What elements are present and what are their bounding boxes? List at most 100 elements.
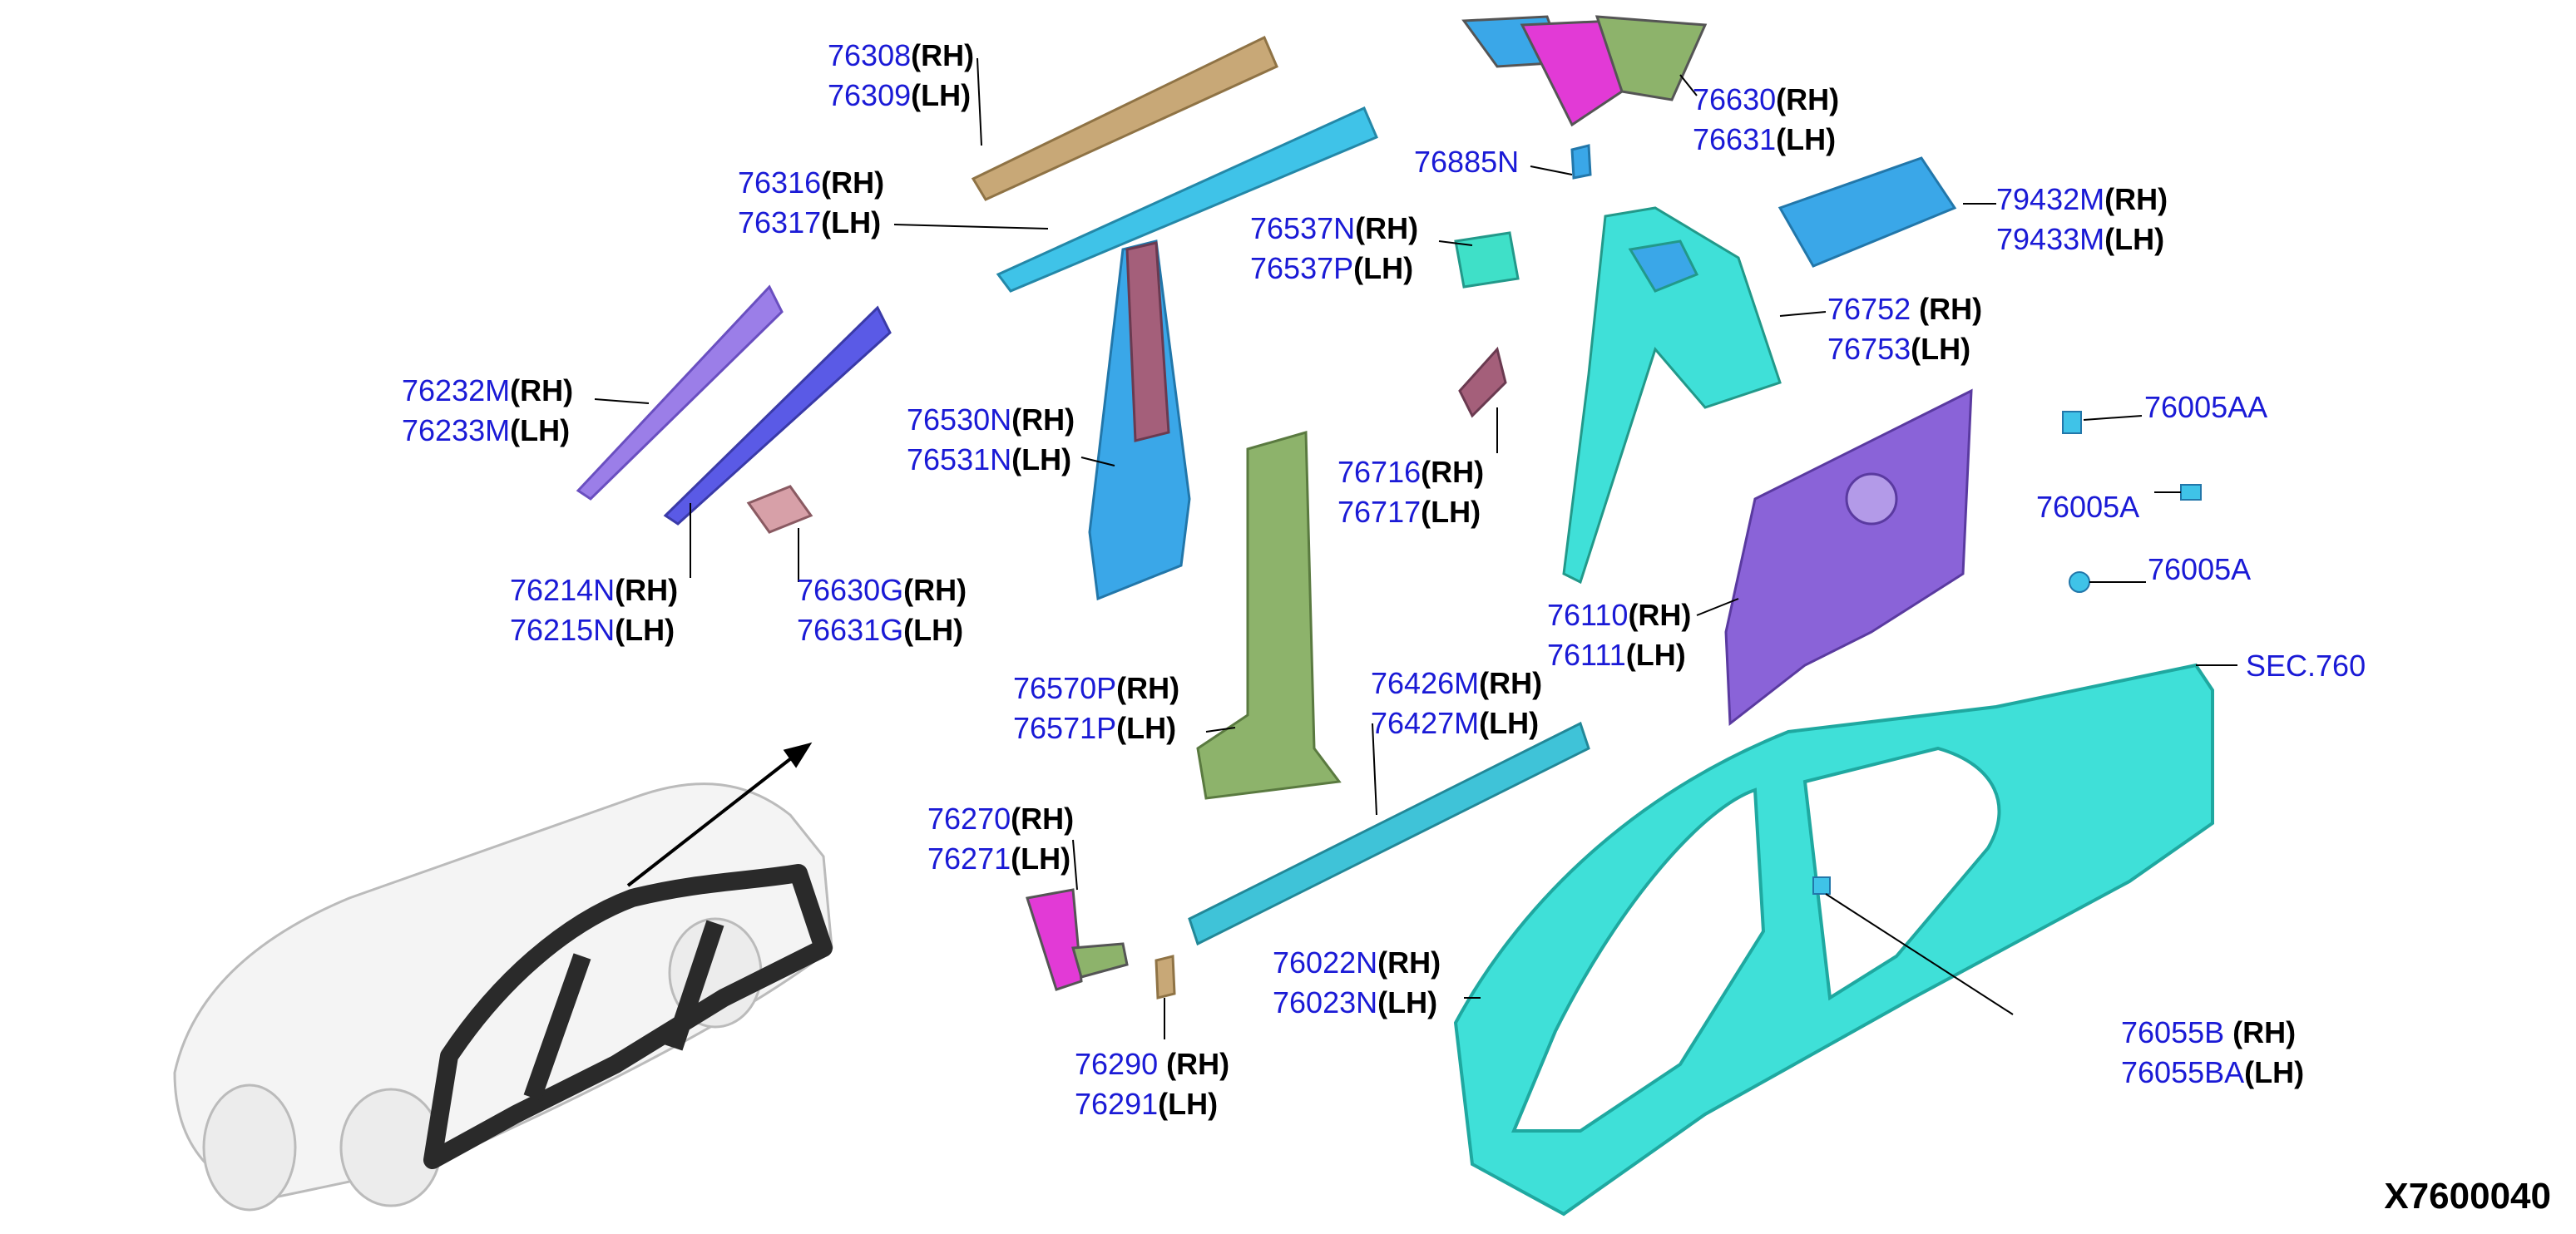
side-label: (RH) (615, 573, 679, 607)
part-number: 76290 (1075, 1047, 1159, 1081)
part-number: 76270 (927, 802, 1011, 836)
side-label: (LH) (1911, 332, 1971, 366)
side-label: (RH) (1011, 802, 1075, 836)
part-number: 76530N (907, 402, 1012, 437)
part-number: 76426M (1371, 666, 1480, 700)
side-label: (RH) (1911, 292, 1983, 326)
side-label: (RH) (1628, 598, 1692, 632)
callout-76232M-76233M: 76232M(RH) 76233M(LH) (402, 374, 573, 454)
callout-76716-76717: 76716(RH) 76717(LH) (1337, 456, 1484, 536)
part-number: 76885N (1414, 145, 1520, 179)
part-number: 76537N (1250, 211, 1356, 245)
side-label: (LH) (510, 413, 571, 447)
part-number: 79433M (1996, 222, 2105, 256)
side-label: (LH) (615, 613, 675, 647)
side-label: (LH) (1116, 711, 1177, 745)
callout-76005A-lower: 76005A (2148, 553, 2251, 593)
diagram-code: X7600040 (2384, 1176, 2551, 1217)
side-label: (LH) (2244, 1055, 2305, 1089)
part-76005A-upper (2180, 484, 2202, 501)
part-76716 (1458, 346, 1507, 418)
callout-76110-76111: 76110(RH) 76111(LH) (1547, 599, 1691, 679)
part-76005A-lower (2069, 571, 2090, 593)
part-76055B (1812, 876, 1831, 895)
direction-arrow (626, 742, 813, 887)
part-number: 76215N (510, 613, 616, 647)
part-76630G (746, 485, 813, 534)
side-label: (LH) (2104, 222, 2165, 256)
part-76270 (1026, 888, 1129, 991)
side-label: (LH) (821, 205, 882, 239)
callout-76630G-76631G: 76630G(RH) 76631G(LH) (797, 574, 967, 654)
side-label: (LH) (911, 78, 972, 112)
part-76752 (1562, 206, 1782, 585)
callout-76055B-76055BA: 76055B (RH) 76055BA(LH) (2121, 1016, 2304, 1096)
part-number: 76630G (797, 573, 904, 607)
side-label: (LH) (1776, 122, 1837, 156)
part-76426M (1188, 721, 1590, 946)
side-label: (LH) (1421, 495, 1481, 529)
part-number: 76570P (1013, 671, 1117, 705)
part-number: 76111 (1547, 638, 1626, 672)
callout-76885N: 76885N (1414, 146, 1519, 185)
part-number: 76752 (1827, 292, 1911, 326)
part-76530N-upper (1125, 241, 1170, 442)
part-number: 76005AA (2144, 390, 2268, 424)
part-76005AA (2062, 411, 2082, 434)
part-number: 76717 (1337, 495, 1421, 529)
part-number: 76271 (927, 842, 1011, 876)
part-number: 76631G (797, 613, 904, 647)
side-label: (RH) (510, 373, 574, 407)
part-76308 (971, 35, 1278, 201)
part-76232M (576, 284, 784, 501)
side-label: (LH) (1479, 706, 1540, 740)
part-number: 76317 (738, 205, 822, 239)
side-label: (LH) (1011, 442, 1072, 476)
part-number: 76630 (1693, 82, 1777, 116)
side-label: (RH) (1355, 211, 1419, 245)
part-number: 76316 (738, 165, 822, 200)
callout-76308-76309: 76308(RH) 76309(LH) (828, 39, 974, 119)
part-number: 76716 (1337, 455, 1421, 489)
part-number: 76309 (828, 78, 912, 112)
part-number: 76214N (510, 573, 616, 607)
callout-76530N-76531N: 76530N(RH) 76531N(LH) (907, 403, 1075, 483)
part-76290 (1155, 955, 1176, 1000)
part-76110 (1724, 388, 1973, 726)
part-number: 76631 (1693, 122, 1777, 156)
part-number: 76571P (1013, 711, 1117, 745)
side-label: (RH) (1421, 455, 1485, 489)
part-76214N (663, 305, 892, 526)
part-number: 76753 (1827, 332, 1911, 366)
vehicle-body-side-highlight (423, 864, 833, 1169)
part-76537N (1454, 231, 1520, 289)
callout-76022N-76023N: 76022N(RH) 76023N(LH) (1273, 946, 1441, 1026)
callout-76214N-76215N: 76214N(RH) 76215N(LH) (510, 574, 678, 654)
callout-76005AA: 76005AA (2144, 391, 2267, 431)
part-76316 (996, 106, 1378, 293)
section-reference: SEC.760 (2246, 649, 2366, 683)
part-number: 76055BA (2121, 1055, 2245, 1089)
part-number: 79432M (1996, 182, 2105, 216)
part-number: 76022N (1273, 945, 1378, 980)
side-label: (RH) (903, 573, 967, 607)
part-number: 76232M (402, 373, 511, 407)
side-label: (RH) (2104, 182, 2168, 216)
part-76570P (1196, 431, 1342, 800)
side-label: (RH) (821, 165, 885, 200)
callout-79432M-79433M: 79432M(RH) 79433M(LH) (1996, 183, 2168, 263)
side-label: (RH) (1158, 1047, 1230, 1081)
part-79432M (1777, 156, 1957, 268)
part-76022N (1453, 663, 2214, 1217)
callout-76752-76753: 76752 (RH) 76753(LH) (1827, 293, 1982, 373)
part-number: 76427M (1371, 706, 1480, 740)
side-label: (RH) (1011, 402, 1075, 437)
callout-76570P-76571P: 76570P(RH) 76571P(LH) (1013, 672, 1179, 752)
callout-76537N-76537P: 76537N(RH) 76537P(LH) (1250, 212, 1418, 292)
part-number: 76110 (1547, 598, 1629, 632)
part-number: 76055B (2121, 1015, 2225, 1049)
part-number: 76005A (2148, 552, 2252, 586)
side-label: (LH) (1377, 985, 1438, 1019)
side-label: (RH) (1116, 671, 1180, 705)
